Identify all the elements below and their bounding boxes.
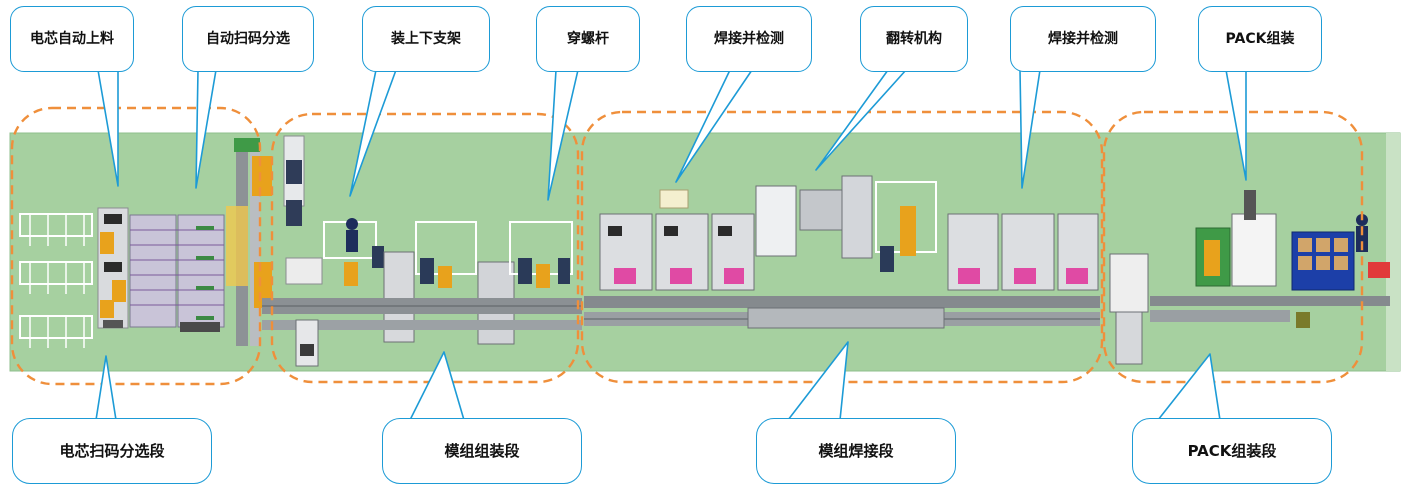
callout-mount-bracket: 装上下支架 bbox=[362, 6, 490, 72]
callout-module-assembly-section: 模组组装段 bbox=[382, 418, 582, 484]
pointer-weld-inspect-2 bbox=[1019, 69, 1041, 189]
welding-cabinets-left bbox=[599, 189, 755, 291]
pointer-pack-assembly-section bbox=[1157, 353, 1221, 421]
pointer-cell-auto-feed bbox=[97, 69, 119, 187]
feeding-robots bbox=[97, 207, 129, 329]
callout-text: PACK组装段 bbox=[1187, 441, 1277, 460]
callout-weld-inspect-1: 焊接并检测 bbox=[686, 6, 812, 72]
callout-weld-inspect-2: 焊接并检测 bbox=[1010, 6, 1156, 72]
pointer-thread-screw bbox=[547, 69, 579, 201]
welding-cabinets-right bbox=[947, 213, 1099, 291]
callout-text: 电芯扫码分选段 bbox=[59, 441, 165, 460]
callout-pack-assembly: PACK组装 bbox=[1198, 6, 1322, 72]
flip-mechanism-unit bbox=[755, 175, 937, 272]
zone-cell-scan-sort bbox=[10, 106, 262, 386]
pack-assembly-equipment bbox=[1109, 190, 1390, 365]
callout-text: 穿螺杆 bbox=[567, 30, 609, 47]
pointer-module-welding-section bbox=[787, 341, 849, 421]
callout-text: 模组焊接段 bbox=[818, 441, 894, 460]
callout-cell-scan-sort-section: 电芯扫码分选段 bbox=[12, 418, 212, 484]
callout-module-welding-section: 模组焊接段 bbox=[756, 418, 956, 484]
pointer-flip-mechanism bbox=[815, 69, 907, 171]
callout-thread-screw: 穿螺杆 bbox=[536, 6, 640, 72]
callout-cell-auto-feed: 电芯自动上料 bbox=[10, 6, 134, 72]
callout-text: 模组组装段 bbox=[444, 441, 520, 460]
callout-text: 电芯自动上料 bbox=[30, 30, 114, 47]
callout-text: 翻转机构 bbox=[886, 30, 942, 47]
welding-conveyor bbox=[584, 296, 1100, 329]
pointer-pack-assembly bbox=[1225, 69, 1247, 181]
zone-pack-assembly bbox=[1102, 110, 1364, 384]
callout-text: PACK组装 bbox=[1225, 30, 1295, 47]
callout-text: 焊接并检测 bbox=[714, 30, 784, 47]
pointer-module-assembly-section bbox=[409, 351, 465, 421]
callout-auto-scan-sort: 自动扫码分选 bbox=[182, 6, 314, 72]
callout-flip-mechanism: 翻转机构 bbox=[860, 6, 968, 72]
floor-edge-right bbox=[1386, 133, 1400, 371]
vertical-transfer-conveyor bbox=[226, 138, 272, 346]
pointer-cell-scan-sort-section bbox=[95, 355, 117, 421]
sorting-station-racks bbox=[19, 213, 93, 348]
callout-pack-assembly-section: PACK组装段 bbox=[1132, 418, 1332, 484]
bracket-stations bbox=[283, 135, 384, 286]
scan-sort-rack-array bbox=[129, 214, 225, 332]
callout-text: 焊接并检测 bbox=[1048, 30, 1118, 47]
zone-module-assembly bbox=[270, 112, 580, 384]
section2-conveyor bbox=[262, 298, 582, 367]
callout-text: 装上下支架 bbox=[391, 30, 461, 47]
pointer-auto-scan-sort bbox=[195, 69, 217, 189]
callout-text: 自动扫码分选 bbox=[206, 30, 290, 47]
pointer-mount-bracket bbox=[349, 69, 397, 197]
pointer-weld-inspect-1 bbox=[675, 69, 753, 183]
pack-conveyor bbox=[1150, 296, 1390, 322]
